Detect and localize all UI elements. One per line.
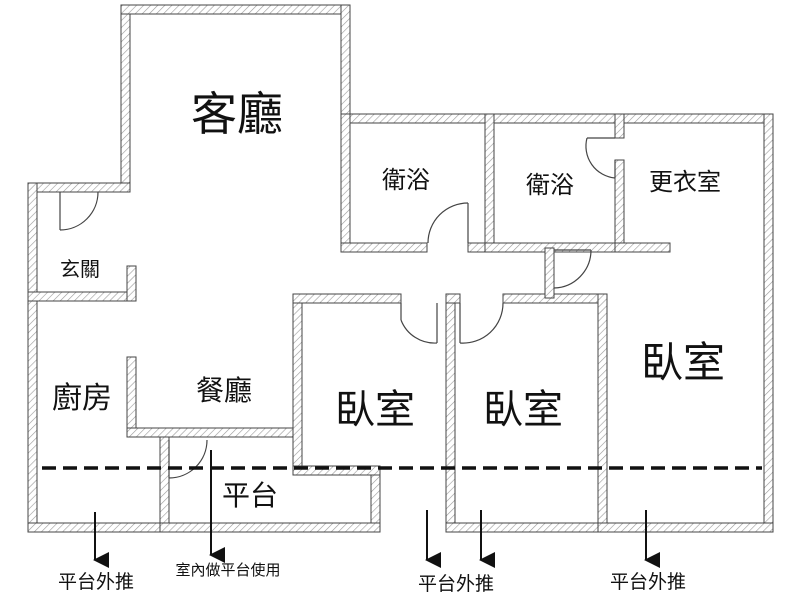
wall-bottom-beds xyxy=(445,522,608,533)
wall-platform-divider xyxy=(159,436,170,533)
label-bedroom-left: 臥室 xyxy=(335,387,415,433)
wall-entry-stub xyxy=(126,265,137,302)
label-bedroom-master: 臥室 xyxy=(641,338,725,387)
wall-living-top xyxy=(120,4,351,15)
wall-dining-bottom xyxy=(126,427,303,438)
wall-bed-mid-top xyxy=(502,293,608,304)
label-kitchen: 廚房 xyxy=(52,381,112,416)
label-bedroom-mid: 臥室 xyxy=(483,387,563,433)
wall-bath-divider xyxy=(484,113,495,253)
door-entry xyxy=(59,191,99,231)
wall-living-right xyxy=(340,4,351,124)
wall-bottom-mid xyxy=(159,522,381,533)
wall-bottom-left xyxy=(27,522,170,533)
wall-bath2-right xyxy=(614,159,625,253)
note-indoor: 室內做平台使用 xyxy=(175,561,280,579)
label-dining: 餐廳 xyxy=(196,374,252,407)
wall-bottom-right xyxy=(597,522,774,533)
wall-dining-stub xyxy=(126,356,137,438)
label-bath1: 衛浴 xyxy=(382,166,430,194)
door-bath1 xyxy=(427,202,469,244)
wall-entry-bottom xyxy=(27,291,137,302)
arrows xyxy=(93,450,660,568)
door-bed-mid xyxy=(459,302,504,344)
label-bath2: 衛浴 xyxy=(526,171,574,199)
wall-platform-step xyxy=(370,465,381,533)
door-master xyxy=(553,249,592,289)
wall-right-outer xyxy=(763,113,774,533)
wall-corridor-post xyxy=(544,247,555,299)
wall-top-right xyxy=(340,113,774,124)
wall-bed-left-top xyxy=(292,293,402,304)
wall-platform-ledge xyxy=(292,465,381,476)
door-platform xyxy=(168,439,208,479)
door-bed-left xyxy=(400,303,438,344)
wall-closet-bottom xyxy=(614,242,671,253)
label-entry: 玄關 xyxy=(60,257,100,281)
note-center: 平台外推 xyxy=(418,573,494,595)
note-right: 平台外推 xyxy=(610,571,686,593)
label-closet: 更衣室 xyxy=(649,168,721,196)
doors xyxy=(59,137,616,479)
wall-entry-top xyxy=(27,182,131,193)
wall-left-outer xyxy=(27,182,38,533)
walls xyxy=(27,4,774,533)
label-living: 客廳 xyxy=(191,87,283,141)
door-bath2 xyxy=(585,137,616,179)
wall-bed-left-left xyxy=(292,293,303,467)
wall-bed-divider xyxy=(445,293,456,533)
wall-living-left xyxy=(120,4,131,193)
label-platform: 平台 xyxy=(222,479,278,512)
wall-bath1-bottom-a xyxy=(340,242,428,253)
wall-bath1-left xyxy=(340,113,351,253)
note-left: 平台外推 xyxy=(58,571,134,593)
wall-closet-divider-top xyxy=(614,113,625,139)
wall-bed-divider-top xyxy=(445,293,461,304)
wall-bed-mid-right xyxy=(597,293,608,533)
